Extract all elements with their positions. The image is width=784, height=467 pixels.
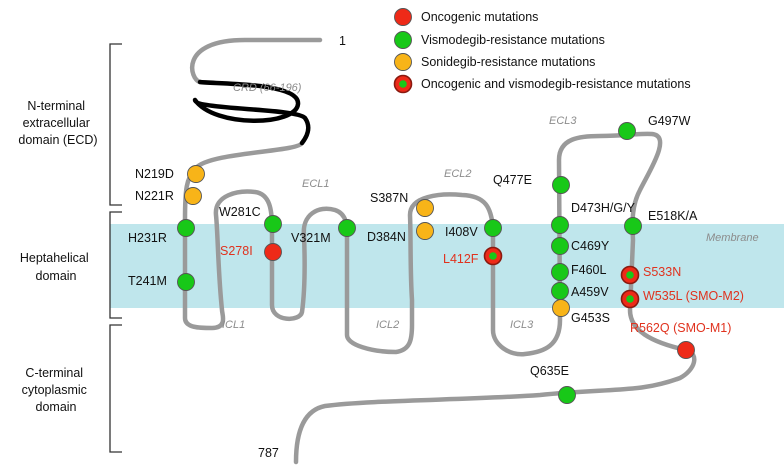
mutation-dot-s533n bbox=[620, 265, 640, 285]
mutation-label-t241m: T241M bbox=[128, 274, 167, 288]
mutation-label-s387n: S387N bbox=[370, 191, 408, 205]
mutation-dot-a459v bbox=[551, 282, 569, 300]
mutation-label-n221r: N221R bbox=[135, 189, 174, 203]
ecd-label-line3: domain (ECD) bbox=[18, 133, 97, 147]
legend-markers bbox=[393, 8, 413, 94]
mutation-label-l412f: L412F bbox=[443, 252, 479, 266]
mutation-labels: N219D N221R H231R T241M W281C S278I V321… bbox=[128, 114, 744, 378]
mutation-dot-n221r bbox=[184, 187, 202, 205]
membrane-label: Membrane bbox=[706, 232, 759, 244]
mutation-label-d384n: D384N bbox=[367, 230, 406, 244]
mutation-dot-i408v bbox=[484, 219, 502, 237]
ecd-label-line1: N-terminal bbox=[27, 99, 85, 113]
mutation-dot-e518k-a bbox=[624, 217, 642, 235]
mutation-dot-t241m bbox=[177, 273, 195, 291]
legend-marker-both bbox=[393, 74, 413, 94]
icl3-label: ICL3 bbox=[510, 319, 534, 331]
cterm-label-line3: domain bbox=[36, 400, 77, 414]
mutation-label-a459v: A459V bbox=[571, 285, 609, 299]
mutation-dot-h231r bbox=[177, 219, 195, 237]
legend-label-sonidegib: Sonidegib-resistance mutations bbox=[421, 55, 595, 69]
legend-marker-vismodegib bbox=[394, 31, 412, 49]
heptahelical-label-line2: domain bbox=[36, 269, 77, 283]
mutation-dot-r562q-smo-m1 bbox=[677, 341, 695, 359]
mutation-dot-g497w bbox=[618, 122, 636, 140]
mutation-label-c469y: C469Y bbox=[571, 239, 610, 253]
crd-label: CRD (66-196) bbox=[233, 82, 302, 94]
legend-label-vismodegib: Vismodegib-resistance mutations bbox=[421, 33, 605, 47]
mutation-dot-s387n bbox=[416, 199, 434, 217]
crd-chain bbox=[192, 79, 311, 146]
mutation-dot-d384n bbox=[416, 222, 434, 240]
mutation-label-n219d: N219D bbox=[135, 167, 174, 181]
mutation-label-w281c: W281C bbox=[219, 205, 261, 219]
cterm-label-line2: cytoplasmic bbox=[22, 383, 87, 397]
mutation-label-s278i: S278I bbox=[220, 244, 253, 258]
mutation-dot-s278i bbox=[264, 243, 282, 261]
mutation-dot-c469y bbox=[551, 237, 569, 255]
heptahelical-label-line1: Heptahelical bbox=[20, 251, 89, 265]
legend-marker-oncogenic bbox=[394, 8, 412, 26]
icl1-label: ICL1 bbox=[222, 319, 245, 331]
mutation-label-i408v: I408V bbox=[445, 225, 478, 239]
ecd-bracket bbox=[109, 43, 122, 206]
mutation-dot-w535l-smo-m2 bbox=[620, 289, 640, 309]
cterm-bracket bbox=[109, 324, 122, 453]
mutation-label-g453s: G453S bbox=[571, 311, 610, 325]
mutation-dot-v321m bbox=[338, 219, 356, 237]
n-terminus-label: 1 bbox=[339, 34, 346, 48]
cterm-label: C-terminal cytoplasmic domain bbox=[22, 366, 91, 414]
icl2-label: ICL2 bbox=[376, 319, 399, 331]
ecd-label-line2: extracellular bbox=[23, 116, 90, 130]
heptahelical-bracket bbox=[109, 211, 122, 319]
legend: Oncogenic mutations Vismodegib-resistanc… bbox=[393, 8, 691, 94]
legend-label-oncogenic: Oncogenic mutations bbox=[421, 10, 538, 24]
mutation-label-e518ka: E518K/A bbox=[648, 209, 698, 223]
mutation-label-q635e: Q635E bbox=[530, 364, 569, 378]
mutation-label-w535l: W535L (SMO-M2) bbox=[643, 289, 744, 303]
mutation-dot-d473h-g-y bbox=[551, 216, 569, 234]
ecd-label: N-terminal extracellular domain (ECD) bbox=[18, 99, 97, 147]
ecl2-label: ECL2 bbox=[444, 168, 472, 180]
mutation-dot-w281c bbox=[264, 215, 282, 233]
mutation-label-h231r: H231R bbox=[128, 231, 167, 245]
mutation-dot-q477e bbox=[552, 176, 570, 194]
domain-brackets bbox=[109, 43, 122, 453]
cterm-label-line1: C-terminal bbox=[25, 366, 83, 380]
mutation-dot-l412f bbox=[483, 246, 503, 266]
mutation-dot-n219d bbox=[187, 165, 205, 183]
mutation-dot-g453s bbox=[552, 299, 570, 317]
heptahelical-label: Heptahelical domain bbox=[20, 251, 92, 283]
mutation-label-g497w: G497W bbox=[648, 114, 691, 128]
mutation-label-f460l: F460L bbox=[571, 263, 606, 277]
legend-marker-sonidegib bbox=[394, 53, 412, 71]
ecl1-label: ECL1 bbox=[302, 178, 330, 190]
mutation-label-v321m: V321M bbox=[291, 231, 331, 245]
mutation-label-s533n: S533N bbox=[643, 265, 681, 279]
legend-label-both: Oncogenic and vismodegib-resistance muta… bbox=[421, 77, 691, 91]
c-terminus-label: 787 bbox=[258, 446, 279, 460]
mutation-label-r562q: R562Q (SMO-M1) bbox=[630, 321, 731, 335]
mutation-label-d473hgy: D473H/G/Y bbox=[571, 201, 636, 215]
mutation-label-q477e: Q477E bbox=[493, 173, 532, 187]
mutation-dots bbox=[177, 122, 695, 404]
mutation-dot-q635e bbox=[558, 386, 576, 404]
ecl3-label: ECL3 bbox=[549, 115, 577, 127]
mutation-dot-f460l bbox=[551, 263, 569, 281]
